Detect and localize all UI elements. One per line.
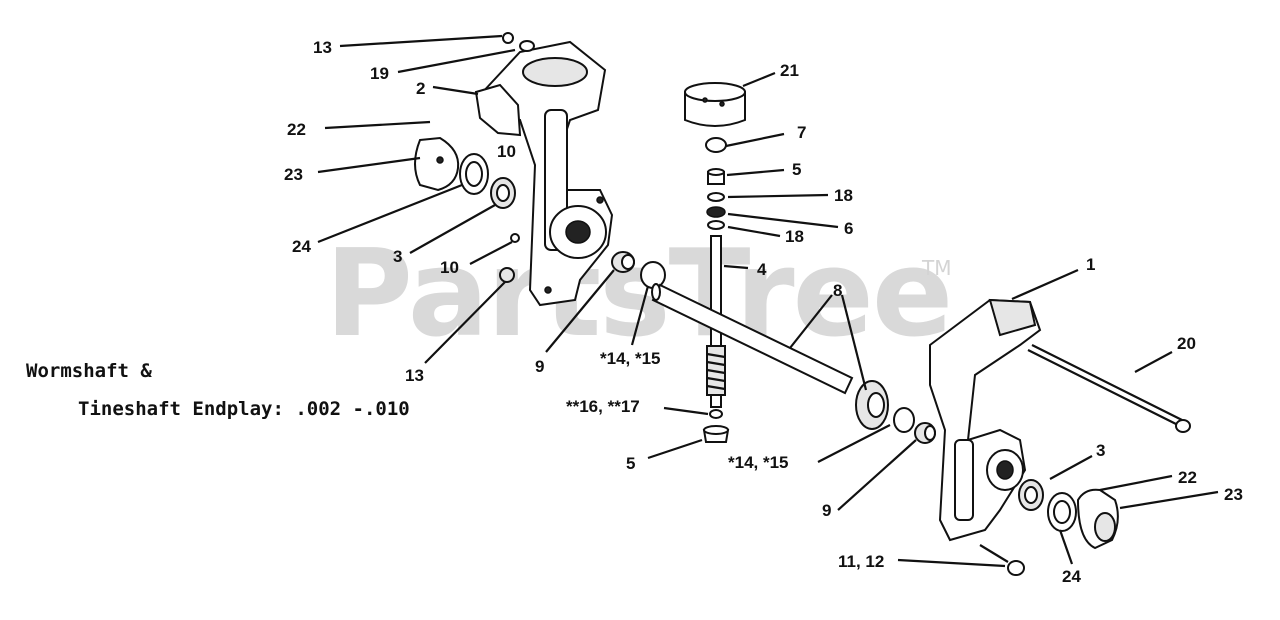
callout-11-12: 11, 12 bbox=[838, 552, 884, 571]
part-4-wormshaft bbox=[706, 235, 726, 408]
callout-13-upper: 13 bbox=[313, 38, 332, 57]
part-18-upper bbox=[707, 192, 725, 202]
callout-10-lower: 10 bbox=[440, 258, 459, 277]
part-5-lower-bearing bbox=[702, 425, 730, 443]
part-23-left-cap bbox=[414, 136, 460, 192]
trademark-mark: TM bbox=[921, 256, 951, 280]
callout-20: 20 bbox=[1177, 334, 1196, 353]
part-3-left-bearing bbox=[490, 177, 516, 209]
callout-21: 21 bbox=[780, 61, 799, 80]
callout-22-right: 22 bbox=[1178, 468, 1197, 487]
leader-lines bbox=[317, 34, 1219, 568]
part-7 bbox=[705, 137, 727, 153]
callout-19: 19 bbox=[370, 64, 389, 83]
part-18-lower bbox=[707, 220, 725, 230]
part-8-tineshaft bbox=[651, 283, 854, 395]
callout-14-15-left: *14, *15 bbox=[600, 349, 661, 368]
callout-1: 1 bbox=[1086, 255, 1095, 274]
callout-22-left: 22 bbox=[287, 120, 306, 139]
part-13-lower bbox=[499, 267, 515, 283]
part-14-left-washer bbox=[640, 261, 666, 289]
callout-18-lower: 18 bbox=[785, 227, 804, 246]
part-3-right-bearing bbox=[1018, 479, 1044, 511]
callout-3-right: 3 bbox=[1096, 441, 1105, 460]
note-line-2: Tineshaft Endplay: .002 -.010 bbox=[78, 398, 410, 420]
part-5-upper-bearing bbox=[707, 168, 725, 185]
callout-7: 7 bbox=[797, 123, 806, 142]
part-9-right-bushing bbox=[914, 422, 936, 444]
part-11-screw bbox=[979, 544, 1025, 576]
part-9-left-bushing bbox=[611, 251, 635, 273]
callout-9-left: 9 bbox=[535, 357, 544, 376]
callout-23-right: 23 bbox=[1224, 485, 1243, 504]
note-line-1: Wormshaft & bbox=[26, 360, 152, 382]
left-gear-case-half bbox=[474, 40, 614, 307]
part-14-right-washer bbox=[893, 407, 915, 433]
callout-24-right: 24 bbox=[1062, 567, 1081, 586]
part-13-upper bbox=[502, 32, 514, 44]
callout-3-left: 3 bbox=[393, 247, 402, 266]
callout-18-upper: 18 bbox=[834, 186, 853, 205]
right-gear-case-half bbox=[929, 298, 1042, 542]
part-23-right-cap bbox=[1076, 488, 1119, 550]
callout-6: 6 bbox=[844, 219, 853, 238]
endplay-note: Wormshaft & Tineshaft Endplay: .002 -.01… bbox=[26, 360, 410, 420]
part-16-washer bbox=[709, 409, 723, 419]
partstree-watermark: PartsTree bbox=[325, 225, 951, 364]
callout-9-right: 9 bbox=[822, 501, 831, 520]
callout-4: 4 bbox=[757, 260, 767, 279]
callout-23-left: 23 bbox=[284, 165, 303, 184]
callout-8: 8 bbox=[833, 281, 842, 300]
part-20-bolt bbox=[1027, 344, 1191, 433]
callout-labels: 13 19 2 22 23 10 24 3 10 13 9 *14, *15 2… bbox=[284, 38, 1243, 586]
part-24-right-seal bbox=[1047, 492, 1077, 532]
callout-5-upper: 5 bbox=[792, 160, 801, 179]
part-10-lower bbox=[510, 233, 520, 243]
part-24-left-seal bbox=[459, 153, 489, 195]
callout-10-upper: 10 bbox=[497, 142, 516, 161]
callout-16-17: **16, **17 bbox=[566, 397, 640, 416]
part-8-worm-gear bbox=[855, 380, 889, 430]
part-6 bbox=[706, 206, 726, 218]
callout-14-15-right: *14, *15 bbox=[728, 453, 789, 472]
part-21-cap bbox=[684, 82, 746, 127]
callout-2: 2 bbox=[416, 79, 425, 98]
callout-24-left: 24 bbox=[292, 237, 311, 256]
part-19 bbox=[519, 40, 535, 52]
callout-5-lower: 5 bbox=[626, 454, 635, 473]
callout-13-lower: 13 bbox=[405, 366, 424, 385]
